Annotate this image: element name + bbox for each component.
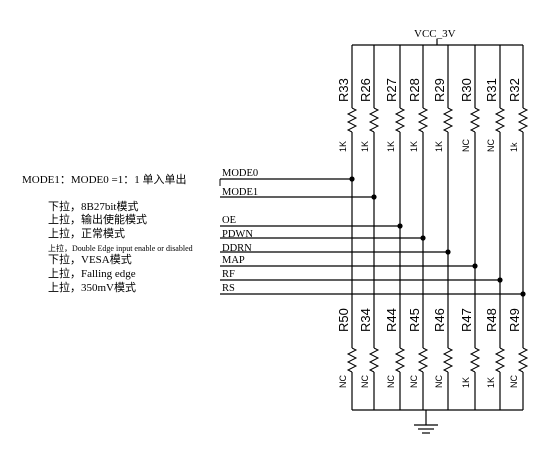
desc-oe: 上拉，输出使能模式 [48, 212, 147, 226]
resistor-symbol [417, 347, 429, 373]
junction-dot [472, 263, 478, 269]
resistor-value: NC [509, 375, 519, 388]
resistor-value: 1k [509, 142, 519, 152]
resistor-symbol [394, 107, 406, 133]
junction-dot [445, 249, 451, 255]
resistor-symbol [494, 347, 506, 373]
signal-label: MAP [222, 255, 245, 266]
resistor-symbol [442, 107, 454, 133]
resistor-value: 1K [409, 141, 419, 152]
resistor-value: NC [461, 139, 471, 152]
resistor-symbol [394, 347, 406, 373]
signal-descriptions: MODE1：MODE0 =1：1 单入单出 下拉，8B27bit模式 上拉，输出… [22, 172, 193, 294]
resistor-value: 1K [486, 377, 496, 388]
junction-dot [349, 176, 355, 182]
desc-mode: MODE1：MODE0 =1：1 单入单出 [22, 172, 186, 186]
vcc-label: VCC_3V [414, 28, 456, 40]
resistor-value: NC [360, 375, 370, 388]
resistor-value: NC [409, 375, 419, 388]
resistor-ref: R31 [484, 78, 499, 102]
resistor-symbol [442, 347, 454, 373]
resistor-value: NC [338, 375, 348, 388]
resistor-value: 1K [338, 141, 348, 152]
resistor-symbol [494, 107, 506, 133]
resistor-symbol [346, 347, 358, 373]
desc-rs: 上拉，350mV模式 [48, 280, 136, 294]
resistor-symbol [469, 347, 481, 373]
desc-map: 下拉，VESA模式 [48, 252, 132, 266]
resistor-symbol [517, 107, 529, 133]
resistor-value: NC [486, 139, 496, 152]
junction-dot [420, 235, 426, 241]
desc-pdwn: 上拉，正常模式 [48, 226, 125, 240]
resistor-symbol [417, 107, 429, 133]
resistor-ref: R46 [432, 308, 447, 332]
desc-8b27bit: 下拉，8B27bit模式 [48, 199, 138, 213]
signal-label: DDRN [222, 243, 252, 254]
resistor-ref: R32 [507, 78, 522, 102]
resistor-ref: R47 [459, 308, 474, 332]
resistor-ref: R28 [407, 78, 422, 102]
resistor-ref: R29 [432, 78, 447, 102]
resistor-ref: R33 [336, 78, 351, 102]
resistor-ref: R44 [384, 308, 399, 332]
junction-dot [497, 277, 503, 283]
resistor-symbol [346, 107, 358, 133]
junction-dot [371, 194, 377, 200]
resistor-ref: R45 [407, 308, 422, 332]
signal-label: MODE1 [222, 187, 258, 198]
resistor-value: NC [434, 375, 444, 388]
signal-label: RS [222, 283, 235, 294]
signal-label: MODE0 [222, 168, 258, 179]
resistor-symbol [517, 347, 529, 373]
desc-rf: 上拉，Falling edge [48, 266, 136, 280]
resistor-ref: R48 [484, 308, 499, 332]
resistor-value: 1K [461, 377, 471, 388]
resistor-ref: R27 [384, 78, 399, 102]
signal-label: OE [222, 215, 236, 226]
resistor-ref: R26 [358, 78, 373, 102]
resistor-ref: R50 [336, 308, 351, 332]
resistor-ref: R30 [459, 78, 474, 102]
resistor-ref: R49 [507, 308, 522, 332]
resistor-ref: R34 [358, 308, 373, 332]
resistor-value: 1K [360, 141, 370, 152]
junction-dot [397, 223, 403, 229]
desc-ddrn: 上拉，Double Edge input enable or disabled [48, 243, 193, 253]
resistor-value: NC [386, 375, 396, 388]
resistor-symbol [469, 107, 481, 133]
resistor-value: 1K [434, 141, 444, 152]
signal-label: PDWN [222, 229, 253, 240]
resistor-symbol [368, 107, 380, 133]
resistor-value: 1K [386, 141, 396, 152]
junction-dot [520, 291, 526, 297]
ground-icon [414, 424, 438, 434]
signal-label: RF [222, 269, 235, 280]
resistor-symbol [368, 347, 380, 373]
